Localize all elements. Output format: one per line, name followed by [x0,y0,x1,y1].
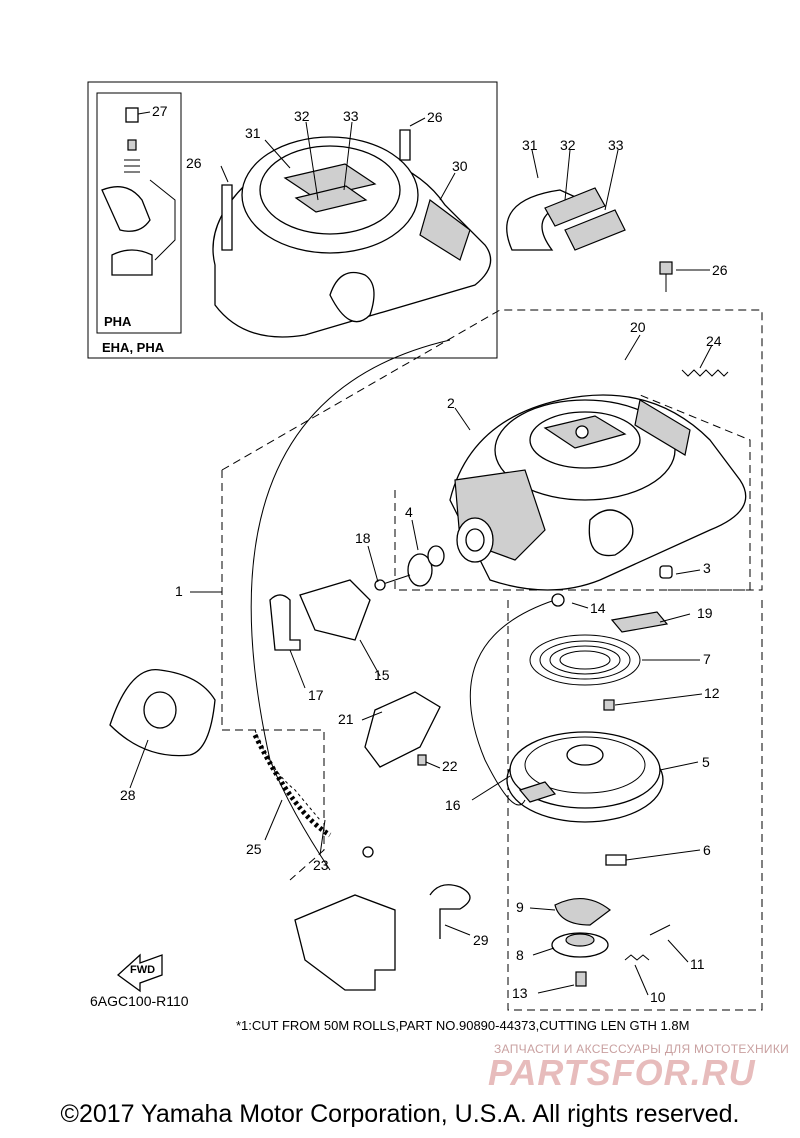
spring-24 [681,369,729,377]
callout-14: 14 [590,600,606,616]
callout-22: 22 [442,758,458,774]
callout-20: 20 [630,319,646,335]
cable-end-18 [374,579,386,591]
callout-19: 19 [697,605,713,621]
callout-9: 9 [516,899,524,915]
fwd-arrow-icon: FWD [116,953,163,993]
callout-16: 16 [445,797,461,813]
plate-9 [554,898,611,926]
clip-17 [269,594,301,651]
callout-29: 29 [473,932,489,948]
bracket-21 [364,691,441,768]
watermark-subtitle: ЗАПЧАСТИ И АКСЕССУАРЫ ДЛЯ МОТОТЕХНИКИ [494,1042,790,1056]
group-2-outline [394,394,751,591]
spiral-spring-7 [529,634,641,686]
callout-30: 30 [452,158,468,174]
clip-11 [649,924,671,936]
lever-19 [610,611,669,633]
cable-1 [250,339,451,871]
cap-3 [659,565,673,579]
callout-33: 33 [343,108,359,124]
decal-32 [544,187,606,227]
cable-25 [252,733,332,838]
cable-16 [469,599,556,806]
pawl-6 [605,854,627,866]
starter-housing [449,394,747,591]
callout-26: 26 [427,109,443,125]
group-reel-outline [507,600,763,1011]
callout-7: 7 [703,651,711,667]
callout-6: 6 [703,842,711,858]
callout-13: 13 [512,985,528,1001]
callout-33: 33 [608,137,624,153]
decal-33 [564,209,626,251]
callout-1: 1 [175,583,183,599]
diagram-code: 6AGC100-R110 [90,993,189,1009]
footnote: *1:CUT FROM 50M ROLLS,PART NO.90890-4437… [236,1018,690,1033]
callout-31: 31 [245,125,261,141]
group-1-outline [221,309,763,591]
callout-2: 2 [447,395,455,411]
lower-bracket [294,894,396,991]
callout-8: 8 [516,947,524,963]
watermark-logo: PARTSFOR.RU [488,1052,756,1093]
callout-31: 31 [522,137,538,153]
callout-32: 32 [294,108,310,124]
callout-26: 26 [186,155,202,171]
grommet-4 [407,553,433,587]
callout-17: 17 [308,687,324,703]
bracket-15 [299,579,371,641]
callout-12: 12 [704,685,720,701]
callout-18: 18 [355,530,371,546]
bolt-13 [575,971,587,987]
callout-21: 21 [338,711,354,727]
callout-5: 5 [702,754,710,770]
hook-29 [429,884,471,939]
callout-25: 25 [246,841,262,857]
callout-10: 10 [650,989,666,1005]
inset-inner-label: PHA [104,314,132,329]
inset-outer-label: EHA, PHA [102,340,165,355]
inset-box [87,81,498,359]
bolt-26 [659,261,673,275]
callout-11: 11 [690,956,705,972]
callout-32: 32 [560,137,576,153]
callout-26: 26 [712,262,728,278]
pulley-5 [506,731,664,823]
callout-15: 15 [374,667,390,683]
copyright-notice: ©2017 Yamaha Motor Corporation, U.S.A. A… [60,1100,740,1128]
callout-23: 23 [313,857,329,873]
callout-3: 3 [703,560,711,576]
callout-28: 28 [120,787,136,803]
fwd-label: FWD [130,964,155,976]
leader-lines [129,111,713,996]
callout-numbers: 27 26 26 31 32 33 30 31 32 33 26 20 24 2… [120,103,728,1005]
spring-10 [624,954,650,961]
bolt-12 [603,699,615,711]
callout-4: 4 [405,504,413,520]
callout-24: 24 [706,333,722,349]
callout-27: 27 [152,103,168,119]
